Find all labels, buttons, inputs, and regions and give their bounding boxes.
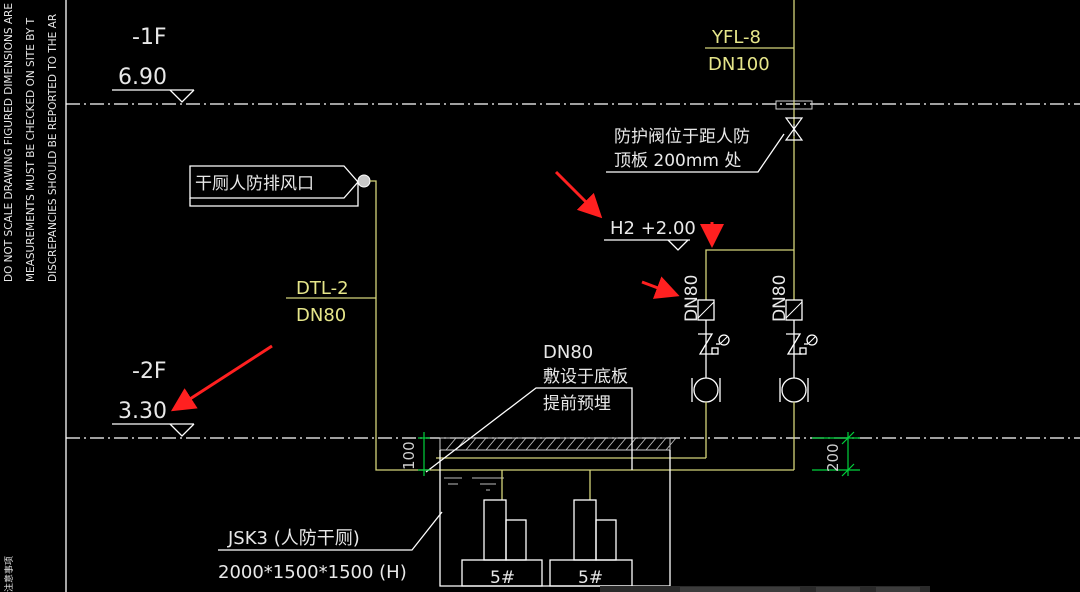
floor-slab xyxy=(439,437,677,451)
level-marker-minus-1f: -1F 6.90 xyxy=(112,25,195,103)
level-name-minus-1f: -1F xyxy=(132,25,167,50)
vent-outlet-icon xyxy=(357,174,371,188)
margin-note-line-3: DISCREPANCIES SHOULD BE REPORTED TO THE … xyxy=(47,14,59,282)
margin-note-line-1: DO NOT SCALE DRAWING FIGURED DIMENSIONS … xyxy=(3,3,15,282)
slab-hatch-line xyxy=(665,437,677,451)
slab-hatch-line xyxy=(445,437,457,451)
protective-valve-icon xyxy=(784,117,804,141)
valve-note: 防护阀位于距人防 顶板 200mm 处 xyxy=(606,127,785,173)
slab-hatch-line xyxy=(545,437,557,451)
level-marker-minus-2f: -2F 3.30 xyxy=(112,359,195,437)
yfl-id-label: YFL-8 xyxy=(711,27,761,48)
callout-arrow-level xyxy=(170,344,273,412)
pit-id-label: JSK3 (人防干厕) xyxy=(227,528,360,549)
pump-branch-1[interactable]: DN80 xyxy=(682,249,794,458)
slab-hatch-line xyxy=(475,437,487,451)
dimension-100: 100 xyxy=(400,432,430,476)
margin-note-line-2: MEASUREMENTS MUST BE CHECKED ON SITE BY … xyxy=(25,17,37,282)
dtl-size-label: DN80 xyxy=(296,305,346,326)
callout-arrow-h2 xyxy=(554,170,603,219)
slab-hatch-line xyxy=(525,437,537,451)
slab-hatch-line xyxy=(495,437,507,451)
exhaust-outlet-label: 干厕人防排风口 xyxy=(195,174,314,194)
pump-2-label: 5# xyxy=(578,568,603,588)
pump-motor-1-icon xyxy=(693,377,719,403)
dim-100-label: 100 xyxy=(400,441,418,470)
slab-hatch-line xyxy=(465,437,477,451)
level-elevation-minus-2f: 3.30 xyxy=(118,399,167,424)
slab-hatch-line xyxy=(655,437,667,451)
embed-line-2: 提前预埋 xyxy=(543,394,611,414)
slab-hatch-line xyxy=(515,437,527,451)
pump-pipe-2-size: DN80 xyxy=(770,275,790,322)
slab-hatch-line xyxy=(565,437,577,451)
pump-1-label: 5# xyxy=(490,568,515,588)
embed-size-label: DN80 xyxy=(543,342,593,363)
level-elevation-minus-1f: 6.90 xyxy=(118,65,167,90)
dim-200-label: 200 xyxy=(824,443,842,472)
slab-hatch-line xyxy=(625,437,637,451)
yfl-size-label: DN100 xyxy=(708,54,770,75)
slab-hatch-line xyxy=(635,437,647,451)
pit-label: JSK3 (人防干厕) 2000*1500*1500 (H) xyxy=(218,511,443,583)
pump-motor-2-icon xyxy=(781,377,807,403)
slab-hatch-line xyxy=(555,437,567,451)
slab-hatch-line xyxy=(645,437,657,451)
slab-hatch-line xyxy=(585,437,597,451)
dimension-200: 200 xyxy=(812,431,860,477)
margin-note-bottom: 注意事项 xyxy=(3,556,15,592)
sump-pit[interactable]: 5# 5# xyxy=(439,450,671,588)
dtl-id-label: DTL-2 xyxy=(296,278,349,299)
slab-hatch-line xyxy=(605,437,617,451)
h2-label: H2 +2.00 xyxy=(610,218,696,239)
slab-hatch-line xyxy=(615,437,627,451)
pump-branch-2[interactable]: DN80 xyxy=(770,275,818,470)
slab-hatch-line xyxy=(535,437,547,451)
pump-2[interactable]: 5# xyxy=(549,499,633,588)
callout-arrow-dn80 xyxy=(641,276,680,299)
exhaust-outlet-tag[interactable]: 干厕人防排风口 xyxy=(189,165,371,207)
slab-hatch-line xyxy=(575,437,587,451)
pit-size-label: 2000*1500*1500 (H) xyxy=(218,562,407,583)
embed-note: DN80 敷设于底板 提前预埋 xyxy=(425,342,633,473)
drawing-margin: DO NOT SCALE DRAWING FIGURED DIMENSIONS … xyxy=(3,0,67,592)
slab-hatch-line xyxy=(505,437,517,451)
embed-line-1: 敷设于底板 xyxy=(543,367,628,387)
yfl-8-riser[interactable]: YFL-8 DN100 xyxy=(705,0,813,294)
valve-note-line-1: 防护阀位于距人防 xyxy=(614,127,750,147)
level-name-minus-2f: -2F xyxy=(132,359,167,384)
pump-pipe-1-size: DN80 xyxy=(682,275,702,322)
pump-1[interactable]: 5# xyxy=(461,499,543,588)
valve-note-line-2: 顶板 200mm 处 xyxy=(614,151,741,171)
dtl-2-riser[interactable]: DTL-2 DN80 xyxy=(286,180,444,471)
h2-elevation-marker: H2 +2.00 xyxy=(604,218,696,251)
slab-hatch-line xyxy=(485,437,497,451)
status-strip xyxy=(600,586,930,592)
slab-hatch-line xyxy=(595,437,607,451)
